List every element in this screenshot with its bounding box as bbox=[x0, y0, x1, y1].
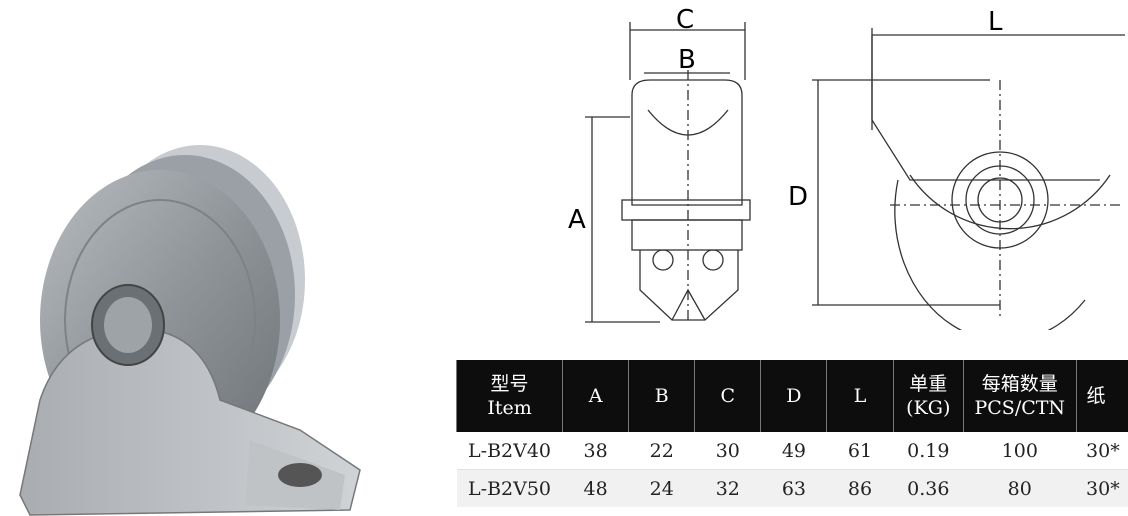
header-d: D bbox=[760, 360, 827, 432]
cell-item: L-B2V40 bbox=[456, 432, 563, 470]
cell-qty: 100 bbox=[963, 432, 1077, 470]
cell-c: 30 bbox=[694, 432, 761, 470]
header-carton: 纸 bbox=[1075, 360, 1128, 432]
header-a: A bbox=[562, 360, 629, 432]
cell-b: 22 bbox=[628, 432, 695, 470]
table-row: L-B2V50 48 24 32 63 86 0.36 80 30* bbox=[456, 469, 1128, 507]
cell-carton: 30* bbox=[1076, 432, 1128, 470]
dimension-a-label: A bbox=[568, 205, 586, 235]
cell-l: 86 bbox=[826, 469, 894, 507]
cell-a: 48 bbox=[562, 469, 629, 507]
dimension-l-label: L bbox=[988, 7, 1003, 37]
cell-a: 38 bbox=[562, 432, 629, 470]
header-l: L bbox=[826, 360, 894, 432]
cell-c: 32 bbox=[694, 469, 761, 507]
dimension-c-label: C bbox=[676, 5, 694, 35]
cell-b: 24 bbox=[628, 469, 695, 507]
cell-d: 49 bbox=[760, 432, 827, 470]
header-b: B bbox=[628, 360, 695, 432]
header-weight: 单重(KG) bbox=[892, 360, 964, 432]
cell-weight: 0.19 bbox=[893, 432, 964, 470]
cell-weight: 0.36 bbox=[893, 469, 964, 507]
header-c: C bbox=[694, 360, 761, 432]
cell-carton: 30* bbox=[1076, 469, 1128, 507]
cell-d: 63 bbox=[760, 469, 827, 507]
technical-drawing: C B A D L bbox=[568, 5, 1125, 330]
table-row: L-B2V40 38 22 30 49 61 0.19 100 30* bbox=[456, 432, 1128, 470]
cell-item: L-B2V50 bbox=[456, 469, 563, 507]
cell-qty: 80 bbox=[963, 469, 1077, 507]
dimension-d-label: D bbox=[788, 182, 808, 212]
dimension-b-label: B bbox=[678, 45, 696, 75]
product-photo bbox=[19, 145, 361, 516]
cell-l: 61 bbox=[826, 432, 894, 470]
